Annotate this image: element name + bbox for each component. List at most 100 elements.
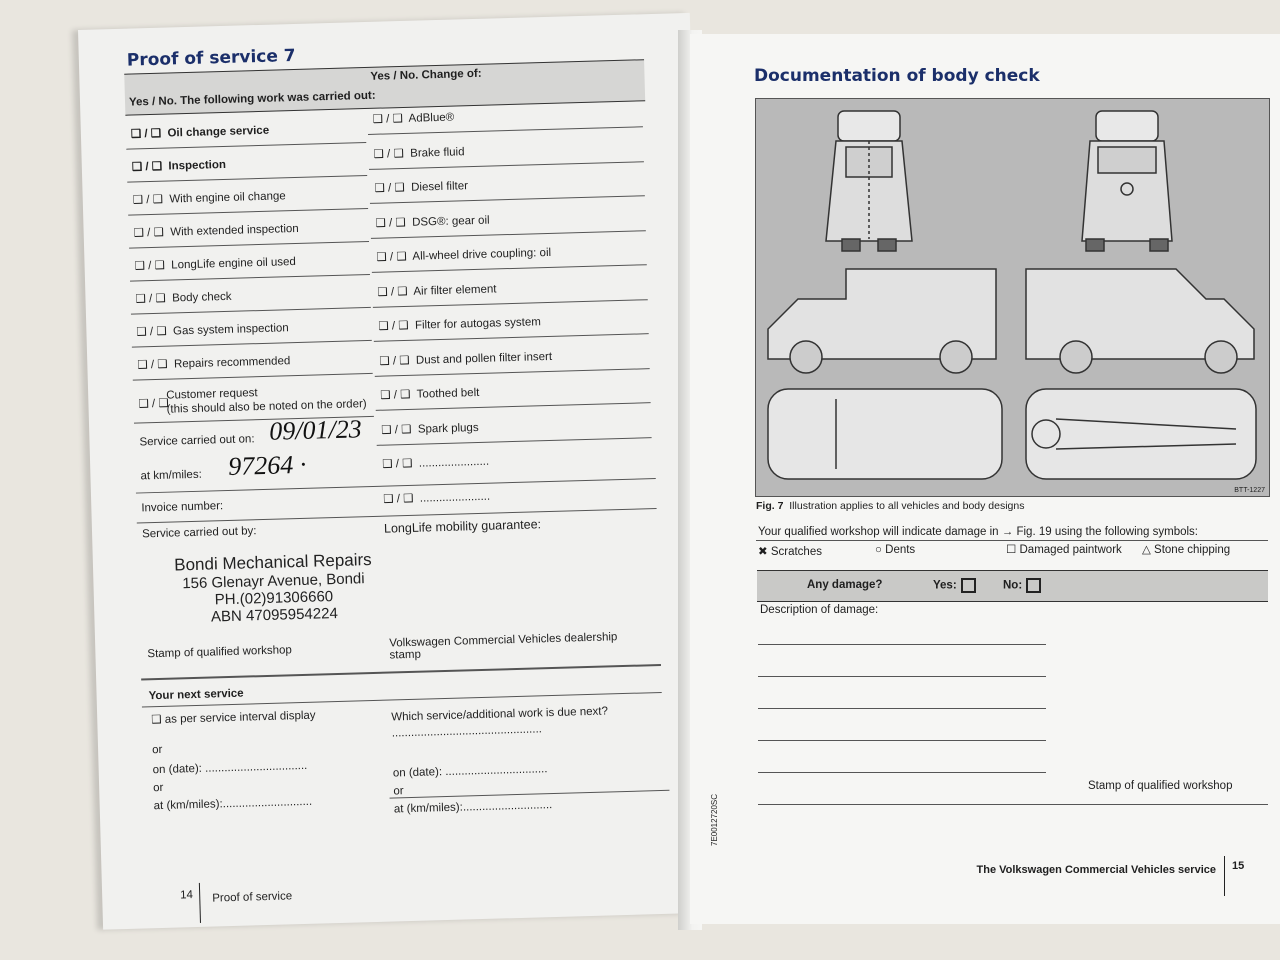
item-label: With engine oil change [169,190,286,206]
yes-no-checkbox[interactable]: ❑ / ❑ [377,285,408,299]
item-label: With extended inspection [170,222,299,239]
yes-no-checkbox[interactable]: ❑ / ❑ [134,259,166,273]
change-item[interactable]: ❑ / ❑ All-wheel drive coupling: oil [376,245,551,264]
yes-no-checkbox[interactable]: ❑ / ❑ [379,354,410,368]
figure-caption: Illustration applies to all vehicles and… [789,500,1025,512]
yes-no-checkbox[interactable]: ❑ / ❑ [375,216,406,230]
service-date-value: 09/01/23 [268,414,363,446]
next-date-right[interactable]: on (date): .............................… [392,763,548,780]
damage-bar: Any damage? Yes: No: [757,570,1268,602]
item-label: All-wheel drive coupling: oil [412,246,552,263]
item-label: Spark plugs [417,421,479,436]
work-item[interactable]: ❑ / ❑ Oil change service [131,123,270,141]
change-item[interactable]: ❑ / ❑ Brake fluid [373,144,464,161]
change-item[interactable]: ❑ / ❑ Air filter element [377,281,496,298]
description-line[interactable] [758,772,1046,773]
document-code: 7E0012720SC [710,793,719,846]
item-label: Diesel filter [410,180,469,194]
yes-no-checkbox[interactable]: ❑ / ❑ [383,492,414,506]
left-page: Proof of service 7 Yes / No. The followi… [78,12,715,930]
item-label: Air filter element [413,282,497,298]
figure-code: BTT-1227 [1234,487,1265,494]
workshop-stamp: Bondi Mechanical Repairs 156 Glenayr Ave… [163,550,385,627]
change-item[interactable]: ❑ / ❑ Toothed belt [380,385,479,402]
work-item[interactable]: ❑ / ❑ LongLife engine oil used [134,254,296,272]
description-label: Description of damage: [760,604,879,616]
description-line[interactable] [758,644,1046,645]
carried-out-by-label: Service carried out by: [141,525,257,541]
footer-label: Proof of service [212,890,293,905]
blank-change-item[interactable]: ❑ / ❑ ...................... [383,488,490,505]
item-label: Repairs recommended [173,355,291,371]
customer-request-label: Customer request [166,387,258,402]
interval-checkbox[interactable]: ❑ as per service interval display [151,709,316,727]
work-item[interactable]: ❑ / ❑ Gas system inspection [136,320,289,338]
page-title: Proof of service 7 [126,45,296,71]
next-service-title: Your next service [148,687,244,703]
yes-no-checkbox[interactable]: ❑ / ❑ [380,388,411,402]
description-line[interactable] [758,740,1046,741]
item-label: Gas system inspection [172,322,289,338]
due-next-field[interactable]: ........................................… [391,723,543,740]
yes-label: Yes: [933,579,957,592]
change-item[interactable]: ❑ / ❑ Spark plugs [381,419,479,436]
or-label-1: or [151,743,163,757]
item-label: LongLife engine oil used [171,256,297,272]
yes-no-checkbox[interactable]: ❑ / ❑ [374,181,405,195]
yes-no-checkbox[interactable]: ❑ / ❑ [382,457,413,471]
yes-no-checkbox[interactable]: ❑ / ❑ [378,319,409,333]
yes-no-checkbox[interactable]: ❑ / ❑ [130,127,162,141]
vehicle-illustration: BTT-1227 [755,98,1270,497]
work-item[interactable]: ❑ / ❑ Body check [135,289,231,306]
km-value: 97264 · [227,449,307,481]
mobility-guarantee-label: LongLife mobility guarantee: [383,517,542,536]
or-label-2: or [153,781,164,795]
van-left-side-view [767,268,997,374]
description-line[interactable] [758,708,1046,709]
yes-no-checkbox[interactable]: ❑ / ❑ [131,160,163,174]
yes-no-checkbox[interactable]: ❑ / ❑ [137,358,168,372]
blank-field[interactable]: ...................... [418,455,490,470]
work-item[interactable]: ❑ / ❑ With extended inspection [133,221,299,240]
footer-label: The Volkswagen Commercial Vehicles servi… [976,864,1216,876]
van-right-side-view [1025,268,1255,374]
yes-no-checkbox[interactable]: ❑ / ❑ [376,250,407,264]
work-item[interactable]: ❑ / ❑ With engine oil change [133,188,286,206]
item-label: Brake fluid [410,145,465,160]
km-label: at km/miles: [140,468,202,483]
any-damage-label: Any damage? [807,579,883,591]
dealer-stamp-label: Volkswagen Commercial Vehicles dealershi… [389,631,618,662]
yes-no-checkbox[interactable]: ❑ / ❑ [372,112,403,126]
van-underbody-view [1025,388,1257,480]
blank-change-item[interactable]: ❑ / ❑ ...................... [382,454,489,471]
yes-no-checkbox[interactable]: ❑ / ❑ [373,147,404,161]
change-item[interactable]: ❑ / ❑ DSG®: gear oil [375,212,489,229]
yes-no-checkbox[interactable]: ❑ / ❑ [136,325,167,339]
yes-no-checkbox[interactable]: ❑ / ❑ [135,292,166,306]
yes-no-checkbox[interactable]: ❑ / ❑ [132,193,164,207]
customer-request-checkbox[interactable]: ❑ / ❑ [138,397,169,411]
van-front-view [1081,110,1173,252]
next-date-left[interactable]: on (date): .............................… [152,759,308,777]
change-item[interactable]: ❑ / ❑ Dust and pollen filter insert [379,348,552,367]
yes-no-checkbox[interactable]: ❑ / ❑ [133,226,165,240]
blank-field[interactable]: ...................... [419,490,491,505]
right-page: Documentation of body check [690,34,1280,924]
change-item[interactable]: ❑ / ❑ AdBlue® [372,110,454,126]
yes-checkbox[interactable] [960,578,976,593]
work-item[interactable]: ❑ / ❑ Repairs recommended [137,353,290,371]
invoice-label: Invoice number: [141,500,224,515]
no-checkbox[interactable] [1026,578,1042,593]
left-column-header: Yes / No. The following work was carried… [128,89,376,109]
work-item[interactable]: ❑ / ❑ Inspection [132,157,226,174]
description-line[interactable] [758,676,1046,677]
symbol-damaged-paintwork: ☐ Damaged paintwork [1006,544,1122,556]
next-km-left[interactable]: at (km/miles):..........................… [153,795,313,813]
yes-no-checkbox[interactable]: ❑ / ❑ [381,423,412,437]
page-number: 15 [1232,860,1245,872]
change-item[interactable]: ❑ / ❑ Diesel filter [374,178,468,195]
change-item[interactable]: ❑ / ❑ Filter for autogas system [378,314,541,333]
or-label-3: or [393,785,404,798]
right-column-header: Yes / No. Change of: [370,67,482,83]
next-km-right[interactable]: at (km/miles):..........................… [393,799,553,816]
